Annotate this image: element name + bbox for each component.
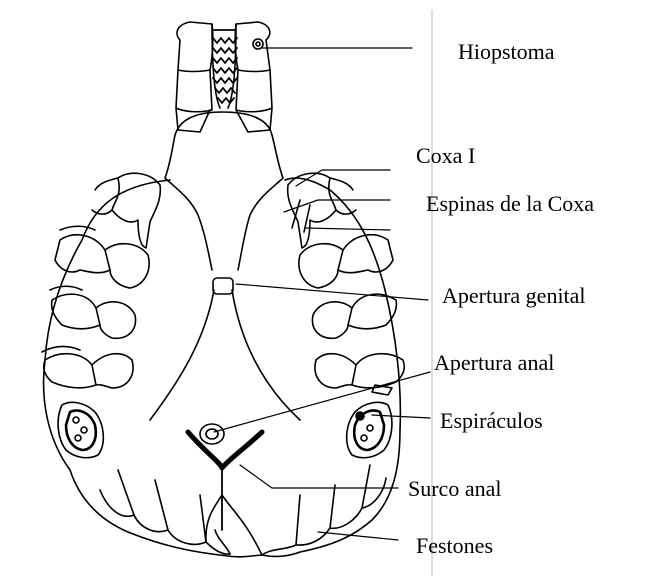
coxa-left-4 [44,354,96,388]
coxa-left-3 [52,294,100,329]
label-apertura-anal: Apertura anal [434,352,554,374]
festones [100,465,386,555]
label-espiraculos: Espiráculos [440,410,543,432]
label-coxa-i: Coxa I [416,145,475,167]
anal-groove [188,432,262,468]
genital-aperture [213,278,233,294]
label-surco-anal: Surco anal [408,478,501,500]
anal-aperture [200,424,224,444]
palp-right [235,22,272,132]
coxa-right-2 [338,235,393,273]
label-hiopstoma: Hiopstoma [458,41,555,63]
label-apertura-genital: Apertura genital [442,285,586,307]
spiracle-right [347,402,392,457]
hypostome-teeth [213,30,237,103]
genital-groove [150,290,300,420]
label-festones: Festones [416,535,493,557]
coxa-left-1 [112,173,160,248]
coxa-right-4 [352,354,404,388]
coxa-right-1 [288,173,336,248]
basis-capituli [165,112,283,270]
label-espinas-coxa: Espinas de la Coxa [426,193,594,215]
spiracle-left [58,402,103,457]
